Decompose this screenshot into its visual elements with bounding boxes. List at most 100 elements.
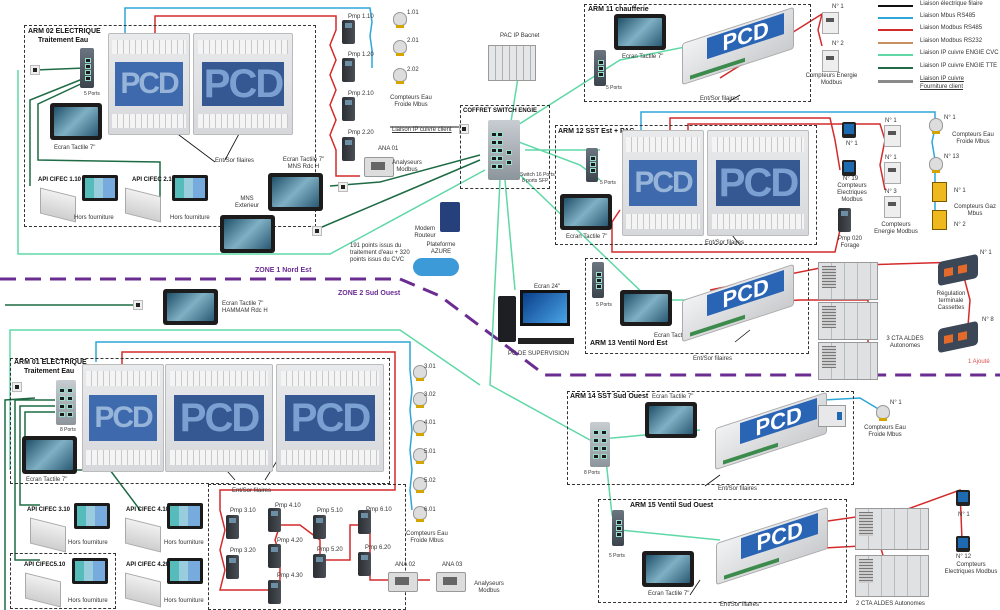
pump-label: Pmp 3.10 [230,508,256,514]
cassette-id: N° 8 [982,317,994,323]
arm14-io-label: Ent/Sor filaires [718,486,758,492]
arm14-meter-caption: Compteurs Eau Froide Mbus [864,425,906,438]
arm11-title: ARM 11 chaufferie [588,6,649,13]
pump-label: Pmp 1.20 [348,52,374,58]
core-switch-label: Switch 16 Ports [520,172,555,178]
arm15-io-label: Ent/Sor filaires [720,602,760,608]
network-socket [133,300,143,310]
pump-label: Pmp 3.20 [230,548,256,554]
zone-divider-line [0,277,1000,377]
water-meter [413,477,427,493]
legend-item: Liaison Modbus RS485 [876,25,1000,35]
water-meters-caption: Compteurs Eau Froide Mbus [406,531,448,544]
pump-label: Pmp 6.20 [365,545,391,551]
arm02-cifec-1-note: Hors fourniture [74,215,114,221]
arm14-touchscreen [645,402,697,438]
borehole-pump-label: Pmp 020 Forage [838,236,863,249]
legend-item: Liaison IP cuivre ENGIE TTE [876,63,1000,73]
water-meter [413,420,427,436]
mns-rdc-screen-label: Ecran Tactile 7" MNS Rdc H [282,157,325,170]
water-meter [413,506,427,522]
energy-meter [884,196,901,218]
electric-meter-id: N° 1 [958,512,970,518]
mns-ext-touchscreen [220,215,275,253]
water-meter [413,392,427,408]
ahu-unit [855,555,929,597]
arm01-switch-label: 8 Ports [60,427,76,433]
arm15-cta-caption: 2 CTA ALDES Autonomes [856,601,925,607]
cassette-id: N° 1 [980,250,992,256]
arm01-cifec-note: Hors fourniture [164,540,204,546]
io-leader-arm13 [734,329,751,343]
pump-drive [313,515,326,539]
energy-meter-id: N° 1 [832,4,844,10]
water-meter [929,157,943,173]
arm01-cifec-label: API CIFEC5.10 [24,562,66,568]
pump-label: Pmp 6.10 [366,507,392,513]
ana-analyzer [388,572,418,592]
arm12-switch-label: 5 Ports [600,180,616,186]
arm14-screen-label: Ecran Tactile 7" [652,394,694,400]
mbus-wire-arm14 [822,397,881,411]
water-meter-id: N° 13 [944,154,960,160]
arm12-water-caption: Compteurs Eau Froide Mbus [952,132,994,145]
supervision-pc-label: PC DE SUPERVISION [508,351,569,357]
energy-meter [884,125,901,147]
gas-meter [932,182,947,202]
arm11-cabinet [584,4,811,102]
arm01-title: ARM 01 ELECTRIQUE [14,359,87,366]
arm13-cassettes-caption: Régulation terminale Cassettes [936,291,966,311]
electric-meter-id: N° 19 [843,176,859,182]
io-leader-arm15 [689,579,701,596]
arm14-title: ARM 14 SST Sud Ouest [570,393,649,400]
electric-meter-id: N° 12 [956,554,972,560]
pump-drive [342,58,355,82]
arm15-cabinet [598,499,847,603]
arm11-switch [594,50,606,86]
arm02-cifec-2-name: API CIFEC 2.10 [132,177,176,183]
arm12-plc-extension: PCD [707,130,809,236]
core-switch [488,120,520,180]
ip-cvc-wire-supervision [504,179,516,291]
water-meter-id: 6.01 [424,507,436,513]
network-socket [338,182,348,192]
pump-drive [268,544,281,568]
client-link-label: Liaison IP cuivre client [392,127,452,133]
network-socket [312,226,322,236]
cifec-hmi [172,175,208,201]
ana01-caption: Analyseurs Modbus [392,160,422,173]
mbus-wire-arm01 [95,341,413,511]
mbus-converter [818,405,846,427]
ip-cvc-wire-arm02 [17,70,486,255]
gas-meter-id: N° 1 [954,188,966,194]
arm13-screen-label: Ecran Tactile 7" [654,333,696,339]
ana01-analyzer [364,157,394,177]
arm13-switch [592,262,604,298]
water-meter [929,118,943,134]
arm02-plc-main: PCD [108,33,190,135]
hammam-touchscreen [163,289,218,325]
water-meter [413,448,427,464]
arm15-elec-caption: Compteurs Electriques Modbus [944,562,998,575]
pump-label: Pmp 2.20 [348,130,374,136]
arm01-plc-extension: PCD [276,364,384,472]
pump-label: Pmp 1.10 [348,14,374,20]
azure-label: Plateforme AZURE [426,242,456,255]
electric-meter [956,490,970,506]
cloud-icon [413,258,459,276]
pac-label: PAC IP Bacnet [500,33,540,39]
arm02-plc-extension: PCD [193,33,293,135]
arm01-plc-main: PCD [82,364,164,472]
water-meter-id: 2.02 [407,67,419,73]
arm13-switch-label: 5 Ports [596,302,612,308]
ana-label: ANA 03 [442,562,463,568]
arm12-cabinet [555,125,817,245]
arm13-io-label: Ent/Sor filaires [693,356,733,362]
pump-label: Pmp 4.30 [277,573,303,579]
arm14-switch [590,422,610,467]
ana-label: ANA 02 [395,562,416,568]
arm15-touchscreen [642,551,694,587]
network-socket [459,124,469,134]
pump-drive [342,97,355,121]
water-meter-id: 3.02 [424,392,436,398]
